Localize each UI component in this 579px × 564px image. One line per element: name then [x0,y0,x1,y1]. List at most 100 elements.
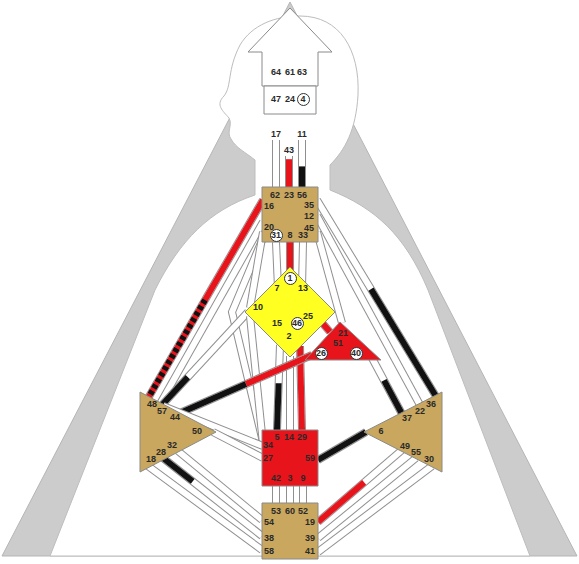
center-shape [248,8,332,86]
gate-number: 55 [411,447,421,457]
gate-number: 32 [167,440,177,450]
channel-outline [163,458,262,536]
center-shape [262,503,318,559]
sacral-center: 514293427594239 [262,430,318,486]
gate-number: 11 [296,129,308,139]
channel-activation [277,383,279,430]
channel-outline [318,466,432,552]
center-shape [262,187,318,242]
gate-number: 60 [285,506,295,516]
activated-gate-number: 31 [270,229,283,242]
channel-fill [148,466,262,550]
center-shape [364,392,442,472]
channel-fill [213,432,263,458]
channel-outline [272,486,280,503]
gate-number: 63 [297,67,307,77]
channel-outline [318,432,366,460]
gate-number: 62 [270,190,280,200]
gate-number: 44 [170,412,180,422]
gate-number: 12 [304,211,314,221]
channel-fill [163,458,262,536]
channel [318,466,432,552]
gate-number: 17 [270,129,282,139]
channel-outline [299,486,307,503]
gate-number: 54 [264,517,274,527]
channel [318,458,416,538]
gate-number: 56 [297,190,307,200]
channel-outline [318,450,402,522]
gate-number: 18 [146,454,156,464]
channel-activation [286,159,292,188]
gate-number: 42 [271,473,281,483]
channel-fill [318,432,366,460]
gate-number: 10 [253,302,263,312]
gate-number: 33 [298,230,308,240]
channel-outline [213,432,263,458]
channel-activation [299,166,305,188]
activated-gate-number: 26 [315,347,328,360]
activated-gate-number: 40 [350,347,363,360]
gate-number: 43 [283,145,295,155]
channel-fill [318,466,432,552]
gate-number: 48 [147,399,157,409]
gate-number: 61 [285,67,295,77]
gate-number: 24 [285,94,295,104]
gate-number: 34 [263,440,273,450]
channel-fill [180,355,312,413]
channel-fill [372,358,402,414]
center-shape [264,86,316,114]
gate-number: 58 [264,546,274,556]
channel-fill [273,486,279,503]
channel-outline [180,355,312,413]
activated-gate-number: 1 [284,272,297,285]
gate-number: 38 [264,533,274,543]
gate-number: 13 [298,283,308,293]
gate-number: 7 [274,283,279,293]
channel [180,355,312,413]
gate-number: 2 [286,331,291,341]
outer-triangle [2,2,577,556]
gate-number: 25 [303,311,313,321]
gate-number: 64 [271,67,281,77]
channel [148,466,262,550]
gate-number: 50 [192,426,202,436]
channel [163,458,262,536]
gate-number: 23 [284,190,294,200]
ajna-center: 47244174311 [264,86,316,114]
gate-number: 59 [305,453,315,463]
gate-number: 39 [305,533,315,543]
channel-fill [318,458,416,538]
gate-number: 52 [298,506,308,516]
gate-number: 29 [297,432,307,442]
channel-fill [286,156,292,188]
head-center: 64 6163 [248,8,332,86]
gate-number: 19 [305,517,315,527]
throat-center: 622356163512452031833 [262,187,318,242]
channel-activation [318,432,366,460]
channel-outline [285,156,293,188]
channel-activation [246,355,312,384]
channel [276,140,277,188]
gate-number: 47 [271,94,281,104]
center-shape [305,322,381,360]
center-shape [140,392,216,472]
gate-number: 27 [263,453,273,463]
channel-fill [277,345,280,430]
channel-outline [372,358,402,414]
heart-center: 21512640 [305,322,381,360]
channel [303,486,304,503]
channel-fill [273,140,279,188]
spleen-center: 48574450322818 [140,392,216,472]
channel [178,451,262,520]
activated-gate-number: 4 [297,93,310,106]
gate-number: 36 [426,399,436,409]
channel [276,486,277,503]
channel-outline [286,486,294,503]
root-center: 536052541938395841 [262,503,318,559]
channel-fill [178,451,262,520]
channel-activation [384,380,402,414]
gate-number: 8 [287,230,292,240]
gate-number: 14 [284,432,294,442]
channel-outline [277,345,280,430]
gate-number: 35 [304,200,314,210]
